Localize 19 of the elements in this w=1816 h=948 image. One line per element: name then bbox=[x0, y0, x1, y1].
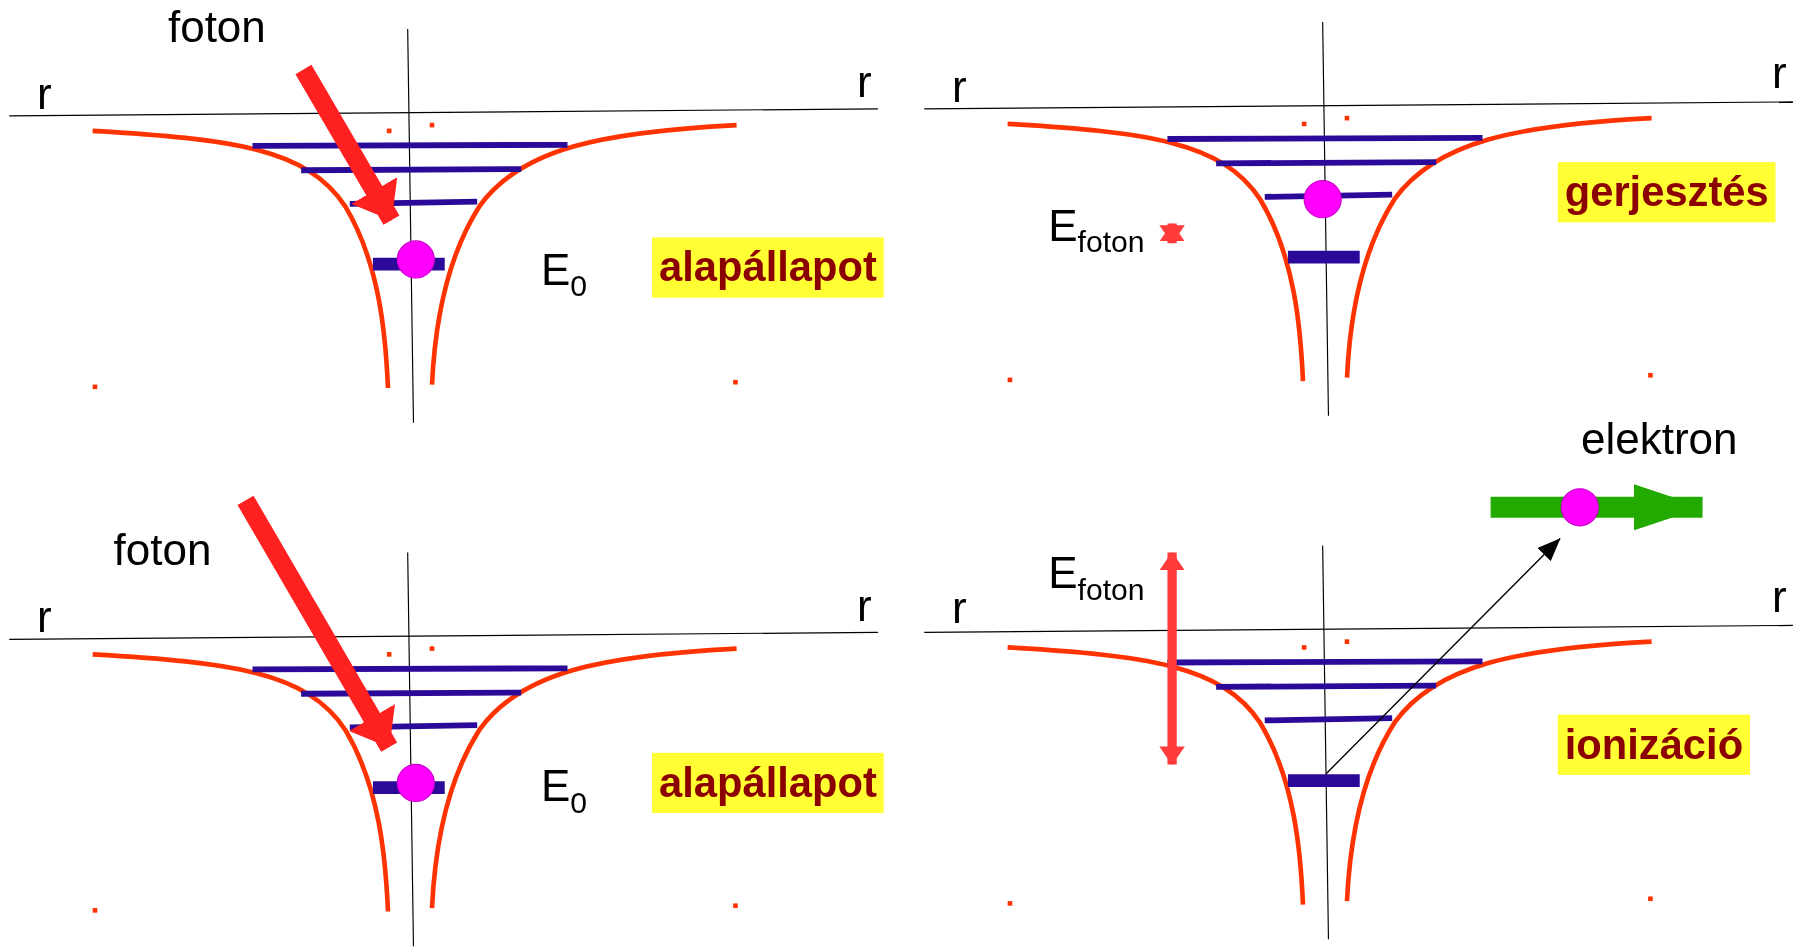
state-label: alapállapot bbox=[652, 752, 884, 814]
axis-label: r bbox=[37, 71, 52, 116]
axis-label: r bbox=[37, 595, 52, 640]
energy-label: E$_{0}$ bbox=[540, 764, 587, 818]
axis-label: r bbox=[1772, 50, 1787, 95]
energy-label: E$_{foton}$ bbox=[1048, 551, 1145, 605]
state-label: gerjesztés bbox=[1557, 162, 1776, 223]
state-label: ionizáció bbox=[1557, 714, 1751, 775]
axis-label: r bbox=[952, 64, 967, 109]
electron-label: elektron bbox=[1580, 416, 1738, 461]
axis-label: r bbox=[952, 586, 967, 631]
axis-label: r bbox=[857, 60, 872, 105]
energy-label: E$_{0}$ bbox=[540, 247, 587, 302]
axis-label: r bbox=[857, 583, 872, 628]
axis-label: r bbox=[1772, 574, 1787, 619]
energy-label: E$_{foton}$ bbox=[1048, 203, 1145, 258]
photon-label: foton bbox=[113, 528, 212, 573]
photon-label: foton bbox=[167, 4, 266, 49]
state-label: alapállapot bbox=[652, 237, 884, 298]
